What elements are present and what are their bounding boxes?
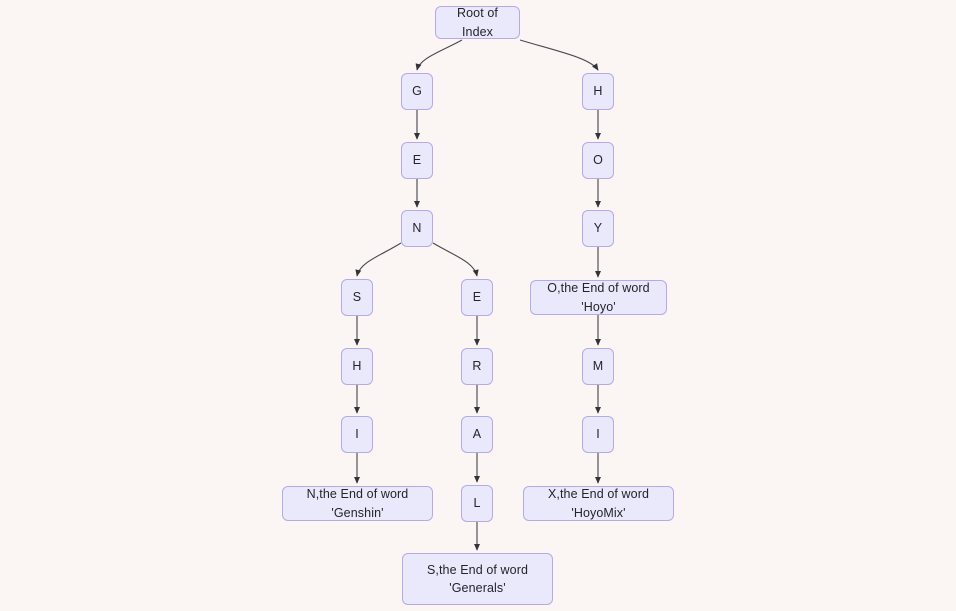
trie-node-endgens[interactable]: S,the End of word 'Generals' [402, 553, 553, 605]
edge-n1-to-s1 [355, 242, 402, 277]
edge-n1-to-e2 [432, 242, 479, 277]
trie-node-i1[interactable]: I [341, 416, 373, 453]
trie-node-l1[interactable]: L [461, 485, 493, 522]
trie-node-h2[interactable]: H [341, 348, 373, 385]
trie-node-i2[interactable]: I [582, 416, 614, 453]
trie-node-h1[interactable]: H [582, 73, 614, 110]
trie-node-s1[interactable]: S [341, 279, 373, 316]
trie-node-root[interactable]: Root of Index [435, 6, 520, 39]
edge-root-to-g [415, 39, 463, 71]
trie-node-n1[interactable]: N [401, 210, 433, 247]
trie-node-o1[interactable]: O [582, 142, 614, 179]
trie-node-r1[interactable]: R [461, 348, 493, 385]
edge-root-to-h1 [519, 39, 599, 71]
trie-node-m1[interactable]: M [582, 348, 614, 385]
trie-node-y1[interactable]: Y [582, 210, 614, 247]
trie-node-endmix[interactable]: X,the End of word 'HoyoMix' [523, 486, 674, 521]
trie-node-g[interactable]: G [401, 73, 433, 110]
trie-node-endgen[interactable]: N,the End of word 'Genshin' [282, 486, 433, 521]
trie-node-e2[interactable]: E [461, 279, 493, 316]
trie-node-a1[interactable]: A [461, 416, 493, 453]
trie-node-endhoyo[interactable]: O,the End of word 'Hoyo' [530, 280, 667, 315]
trie-node-e1[interactable]: E [401, 142, 433, 179]
